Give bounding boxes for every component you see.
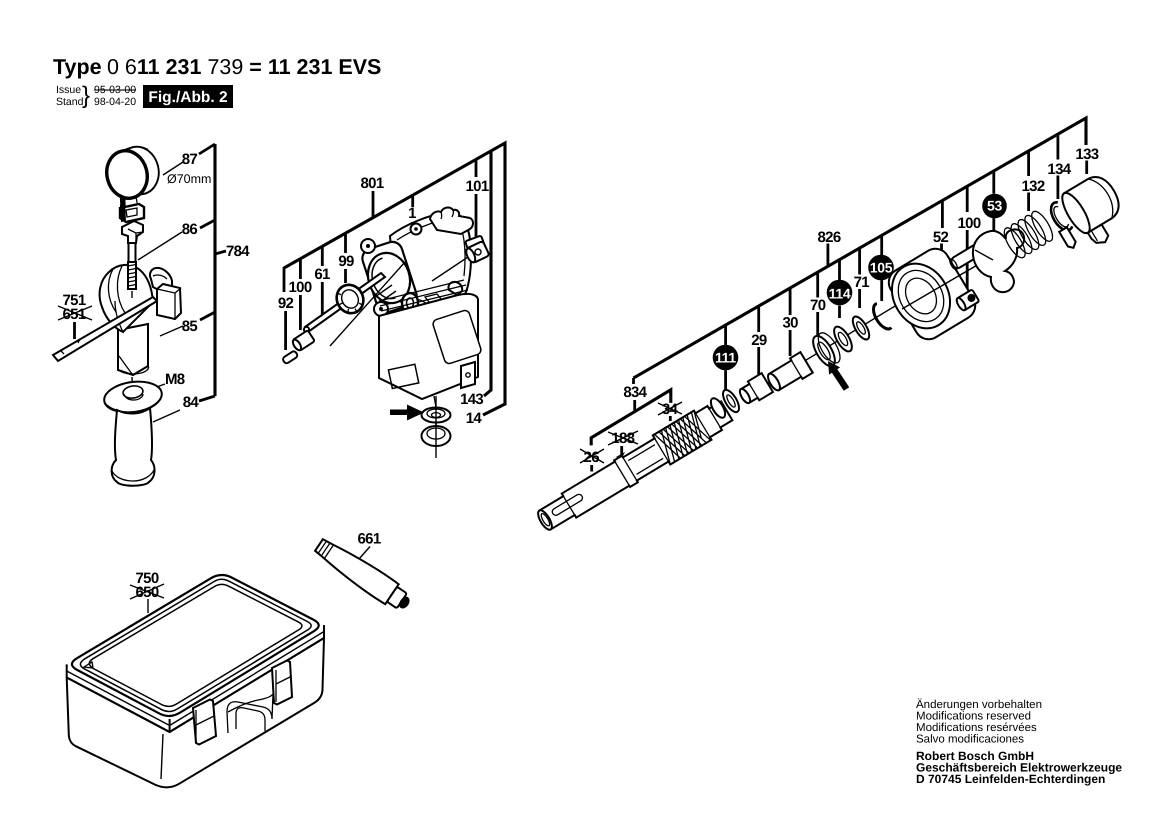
svg-text:0 611 231 739 = 11 231 EVS: 0 611 231 739 = 11 231 EVS	[107, 55, 381, 79]
svg-text:29: 29	[751, 332, 767, 349]
svg-text:Salvo modificaciones: Salvo modificaciones	[916, 734, 1024, 746]
svg-text:143: 143	[460, 391, 483, 408]
svg-text:87: 87	[182, 151, 198, 168]
svg-text:D 70745 Leinfelden-Echterdinge: D 70745 Leinfelden-Echterdingen	[916, 772, 1105, 786]
svg-text:98-04-20: 98-04-20	[94, 96, 136, 108]
svg-text:650: 650	[136, 584, 159, 601]
svg-text:92: 92	[278, 295, 294, 312]
svg-text:53: 53	[987, 198, 1002, 214]
svg-text:52: 52	[933, 229, 949, 246]
svg-text:}: }	[82, 82, 90, 109]
svg-text:M8: M8	[165, 371, 185, 388]
svg-text:801: 801	[361, 175, 384, 192]
svg-text:Ø70mm: Ø70mm	[167, 172, 211, 186]
svg-text:661: 661	[358, 531, 381, 548]
svg-text:Modifications resérvées: Modifications resérvées	[916, 722, 1037, 734]
svg-text:34: 34	[662, 401, 679, 418]
svg-text:100: 100	[289, 279, 312, 296]
svg-text:70: 70	[810, 297, 826, 314]
svg-text:61: 61	[314, 266, 330, 283]
svg-text:95-03-00: 95-03-00	[94, 84, 136, 96]
svg-text:Modifications reserved: Modifications reserved	[916, 711, 1031, 723]
svg-text:111: 111	[715, 350, 736, 366]
svg-text:834: 834	[623, 384, 647, 401]
svg-text:101: 101	[466, 178, 489, 195]
svg-text:84: 84	[183, 394, 200, 411]
svg-text:14: 14	[466, 410, 483, 427]
svg-text:Fig./Abb. 2: Fig./Abb. 2	[148, 89, 227, 106]
svg-text:105: 105	[870, 260, 893, 276]
svg-text:Stand: Stand	[56, 96, 84, 108]
svg-text:71: 71	[854, 274, 870, 291]
svg-text:Type: Type	[53, 55, 102, 79]
svg-text:1: 1	[408, 205, 416, 222]
svg-text:26: 26	[584, 449, 600, 466]
svg-text:Änderungen vorbehalten: Änderungen vorbehalten	[916, 698, 1042, 711]
svg-text:133: 133	[1075, 146, 1098, 163]
svg-text:100: 100	[958, 215, 981, 232]
svg-text:114: 114	[829, 286, 851, 302]
svg-text:134: 134	[1047, 161, 1071, 178]
svg-text:30: 30	[782, 315, 798, 332]
svg-text:Robert Bosch GmbH: Robert Bosch GmbH	[916, 749, 1034, 763]
svg-text:99: 99	[338, 253, 354, 270]
svg-text:132: 132	[1022, 178, 1045, 195]
svg-text:85: 85	[182, 318, 198, 335]
svg-text:750: 750	[136, 570, 159, 587]
svg-text:Issue: Issue	[56, 84, 81, 96]
svg-text:Geschäftsbereich Elektrowerkze: Geschäftsbereich Elektrowerkzeuge	[916, 761, 1122, 775]
svg-text:826: 826	[818, 229, 841, 246]
svg-text:784: 784	[226, 243, 250, 260]
svg-text:751: 751	[63, 292, 86, 309]
svg-text:86: 86	[182, 221, 198, 238]
